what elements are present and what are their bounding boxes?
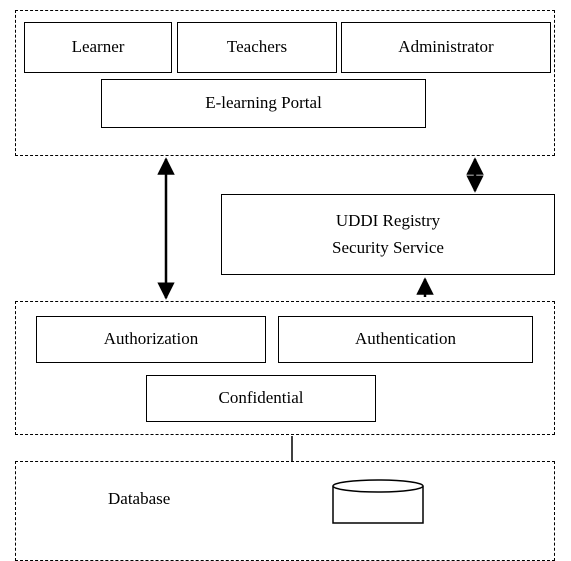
administrator-box: Administrator bbox=[341, 22, 551, 73]
architecture-diagram: Learner Teachers Administrator E-learnin… bbox=[15, 10, 555, 561]
elearning-portal-box: E-learning Portal bbox=[101, 79, 426, 128]
database-cylinder-icon bbox=[332, 479, 424, 524]
learner-box: Learner bbox=[24, 22, 172, 73]
authorization-label: Authorization bbox=[103, 329, 199, 349]
teachers-box: Teachers bbox=[177, 22, 337, 73]
learner-label: Learner bbox=[71, 37, 125, 57]
uddi-registry-line1: UDDI Registry bbox=[335, 211, 441, 231]
authentication-label: Authentication bbox=[354, 329, 457, 349]
confidential-box: Confidential bbox=[146, 375, 376, 422]
elearning-portal-label: E-learning Portal bbox=[205, 93, 322, 113]
authorization-box: Authorization bbox=[36, 316, 266, 363]
confidential-label: Confidential bbox=[218, 388, 304, 408]
administrator-label: Administrator bbox=[398, 37, 494, 57]
uddi-registry-line2: Security Service bbox=[332, 237, 444, 257]
authentication-box: Authentication bbox=[278, 316, 533, 363]
uddi-registry-box: UDDI Registry Security Service bbox=[221, 194, 555, 275]
database-label: Database bbox=[108, 489, 171, 508]
security-layer-container bbox=[15, 301, 555, 435]
portal-layer-container bbox=[15, 10, 555, 156]
teachers-label: Teachers bbox=[226, 37, 288, 57]
connectors-layer bbox=[157, 157, 484, 524]
